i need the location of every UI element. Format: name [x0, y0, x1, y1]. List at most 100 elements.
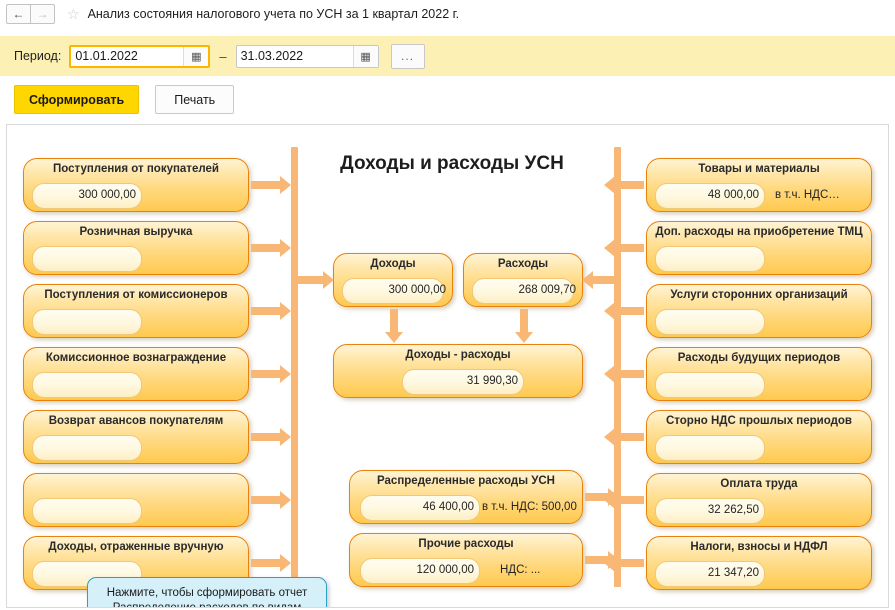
forward-button[interactable]: →: [31, 3, 55, 24]
period-more-button[interactable]: ...: [390, 43, 425, 69]
income-card[interactable]: Розничная выручка: [23, 221, 249, 275]
arrow-income-card-to-line: [251, 491, 291, 509]
card-title: Доп. расходы на приобретение ТМЦ: [655, 226, 863, 238]
other-expenses-value: 120 000,00: [416, 564, 474, 576]
card-value-field[interactable]: [32, 183, 142, 209]
summary-expense-field[interactable]: [472, 278, 574, 304]
card-title: Поступления от комиссионеров: [44, 289, 228, 301]
expense-card[interactable]: Сторно НДС прошлых периодов: [646, 410, 872, 464]
card-value: 48 000,00: [707, 189, 759, 201]
expense-card[interactable]: Расходы будущих периодов: [646, 347, 872, 401]
card-value-field[interactable]: [655, 498, 765, 524]
distributed-expenses-value: 46 400,00: [422, 501, 474, 513]
summary-income-title: Доходы: [370, 258, 416, 270]
card-title: Розничная выручка: [79, 226, 193, 238]
card-value-field[interactable]: [655, 309, 765, 335]
period-bar: Период: 01.01.2022 ▦ – 31.03.2022 ▦ ...: [0, 36, 895, 76]
card-value-field[interactable]: [32, 435, 142, 461]
center-card-other-expenses[interactable]: Прочие расходы 120 000,00 НДС: ...: [349, 533, 583, 587]
income-card[interactable]: Поступления от комиссионеров: [23, 284, 249, 338]
card-value: [655, 310, 759, 332]
card-extra-note: в т.ч. НДС…: [775, 189, 840, 201]
diagram-canvas: Доходы и расходы УСН Поступления от поку…: [7, 125, 888, 607]
arrow-expense-to-result: [515, 309, 533, 343]
expense-card[interactable]: Товары и материалы 48 000,00 в т.ч. НДС…: [646, 158, 872, 212]
card-value: [32, 499, 136, 521]
diagram-title: Доходы и расходы УСН: [340, 153, 564, 174]
card-title: Возврат авансов покупателям: [48, 415, 224, 427]
arrow-line-to-expense-card: [604, 302, 644, 320]
card-value: 21 347,20: [707, 567, 759, 579]
card-value-field[interactable]: [655, 372, 765, 398]
other-expenses-vat: НДС: ...: [500, 564, 541, 576]
diagram-panel: Доходы и расходы УСН Поступления от поку…: [6, 124, 889, 608]
income-card[interactable]: Комиссионное вознаграждение: [23, 347, 249, 401]
center-card-distributed-expenses[interactable]: Распределенные расходы УСН 46 400,00 в т…: [349, 470, 583, 524]
arrow-line-to-expense-card: [604, 365, 644, 383]
summary-income-value: 300 000,00: [388, 284, 446, 296]
date-range-dash: –: [219, 48, 227, 64]
calendar-icon-from[interactable]: ▦: [183, 46, 209, 66]
card-value-field[interactable]: [655, 561, 765, 587]
arrow-line-to-expense-card: [604, 239, 644, 257]
generate-button[interactable]: Сформировать: [14, 85, 140, 114]
print-button[interactable]: Печать: [155, 85, 235, 114]
card-value-field[interactable]: [32, 498, 142, 524]
card-title: Комиссионное вознаграждение: [45, 352, 227, 364]
summary-result-field[interactable]: [402, 369, 524, 395]
card-value-field[interactable]: [32, 309, 142, 335]
card-value-field[interactable]: [655, 183, 765, 209]
distributed-expenses-field[interactable]: [360, 495, 480, 521]
card-title: Товары и материалы: [698, 163, 820, 175]
left-connector-line: [291, 147, 298, 587]
card-value: [655, 436, 759, 458]
period-label: Период:: [14, 49, 62, 63]
forward-arrow-icon: →: [36, 6, 49, 21]
distributed-expenses-title: Распределенные расходы УСН: [377, 475, 555, 487]
card-value-field[interactable]: [655, 246, 765, 272]
card-value-field[interactable]: [655, 435, 765, 461]
summary-card-result[interactable]: Доходы - расходы 31 990,30: [333, 344, 583, 398]
card-value: 32 262,50: [707, 504, 759, 516]
tooltip-distributed-expenses[interactable]: Нажмите, чтобы сформировать отчет Распре…: [87, 577, 327, 607]
arrow-line-to-expense-card: [604, 176, 644, 194]
card-value: [655, 247, 759, 269]
income-card[interactable]: Возврат авансов покупателям: [23, 410, 249, 464]
arrow-left-line-to-income: [296, 271, 334, 289]
arrow-income-to-result: [385, 309, 403, 343]
summary-card-expense[interactable]: Расходы 268 009,70: [463, 253, 583, 307]
expense-card[interactable]: Доп. расходы на приобретение ТМЦ: [646, 221, 872, 275]
summary-income-field[interactable]: [342, 278, 444, 304]
date-to-field[interactable]: 31.03.2022 ▦: [235, 44, 379, 68]
summary-card-income[interactable]: Доходы 300 000,00: [333, 253, 453, 307]
income-card[interactable]: [23, 473, 249, 527]
arrow-income-card-to-line: [251, 365, 291, 383]
expense-card[interactable]: Услуги сторонних организаций: [646, 284, 872, 338]
card-value-field[interactable]: [32, 372, 142, 398]
arrow-income-card-to-line: [251, 554, 291, 572]
arrow-line-to-expense-card: [604, 428, 644, 446]
summary-result-title: Доходы - расходы: [405, 349, 511, 361]
card-value: [655, 373, 759, 395]
other-expenses-field[interactable]: [360, 558, 480, 584]
card-title: Поступления от покупателей: [53, 163, 219, 175]
calendar-icon-to[interactable]: ▦: [352, 45, 378, 67]
back-arrow-icon: ←: [12, 6, 25, 21]
other-expenses-title: Прочие расходы: [418, 538, 514, 550]
arrow-income-card-to-line: [251, 239, 291, 257]
card-value: [32, 436, 136, 458]
distributed-expenses-vat: в т.ч. НДС: 500,00: [482, 501, 577, 513]
date-from-field[interactable]: 01.01.2022 ▦: [69, 44, 211, 68]
arrow-income-card-to-line: [251, 176, 291, 194]
favorite-star-icon[interactable]: ☆: [67, 5, 80, 22]
summary-result-value: 31 990,30: [466, 375, 518, 387]
card-title: Доходы, отраженные вручную: [48, 541, 224, 553]
back-button[interactable]: ←: [6, 3, 31, 24]
arrow-income-card-to-line: [251, 428, 291, 446]
date-to-value: 31.03.2022: [240, 48, 304, 63]
card-value-field[interactable]: [32, 246, 142, 272]
arrow-other-to-right-line: [585, 551, 619, 569]
